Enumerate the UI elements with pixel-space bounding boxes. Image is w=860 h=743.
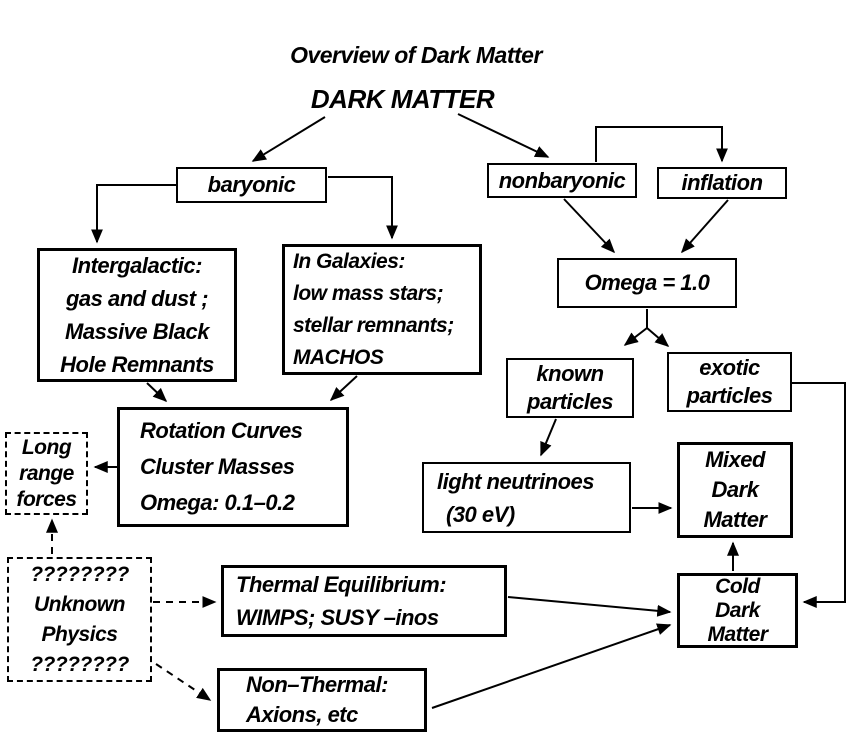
edge-nonbaryonic-to-inflation <box>595 126 728 163</box>
edge-dark-matter-to-nonbaryonic <box>457 113 550 158</box>
node-exotic-particles: exotic particles <box>667 352 792 412</box>
edge-baryonic-to-in-galaxies <box>328 176 398 240</box>
edge-nonbaryonic-to-omega <box>563 198 616 254</box>
diagram-title: Overview of Dark Matter <box>290 42 542 68</box>
node-mixed-dark-matter: Mixed Dark Matter <box>677 442 793 538</box>
edge-exotic-to-cold <box>792 382 846 608</box>
node-intergalactic: Intergalactic: gas and dust ; Massive Bl… <box>37 248 237 382</box>
node-in-galaxies: In Galaxies: low mass stars; stellar rem… <box>282 244 482 375</box>
edge-dark-matter-to-baryonic <box>251 116 326 162</box>
node-baryonic-label: baryonic <box>207 172 296 197</box>
edge-omega-to-exotic-particles <box>646 327 670 347</box>
node-known-particles: known particles <box>506 358 634 418</box>
edge-unknown-to-non-thermal <box>155 663 212 701</box>
node-thermal-equilibrium: Thermal Equilibrium: WIMPS; SUSY –inos <box>221 565 507 637</box>
node-cold-dark-matter: Cold Dark Matter <box>677 573 798 648</box>
node-omega-1: Omega = 1.0 <box>557 258 737 308</box>
edge-in-galaxies-to-rotation <box>329 375 358 402</box>
node-inflation-label: inflation <box>681 170 763 195</box>
node-baryonic: baryonic <box>176 167 327 203</box>
node-rotation-curves: Rotation Curves Cluster Masses Omega: 0.… <box>117 407 349 527</box>
node-nonbaryonic-label: nonbaryonic <box>498 167 626 193</box>
node-light-neutrinos: light neutrinoes (30 eV) <box>422 462 631 533</box>
edge-known-to-neutrinos <box>540 418 557 457</box>
node-long-range-forces: Long range forces <box>5 432 88 515</box>
edge-thermal-to-cold <box>507 596 672 617</box>
root-label-dark-matter: DARK MATTER <box>310 84 495 114</box>
node-omega-1-label: Omega = 1.0 <box>584 270 710 295</box>
node-inflation: inflation <box>657 167 787 199</box>
edge-intergalactic-to-rotation <box>146 382 168 403</box>
edge-baryonic-to-intergalactic <box>91 184 176 244</box>
edge-non-thermal-to-cold <box>431 623 672 709</box>
edge-inflation-to-omega <box>681 199 729 254</box>
edge-omega-to-known-particles <box>623 327 648 346</box>
node-nonbaryonic: nonbaryonic <box>487 163 637 198</box>
node-non-thermal: Non–Thermal: Axions, etc <box>217 668 427 732</box>
node-unknown-physics: ???????? Unknown Physics ???????? <box>7 557 152 682</box>
